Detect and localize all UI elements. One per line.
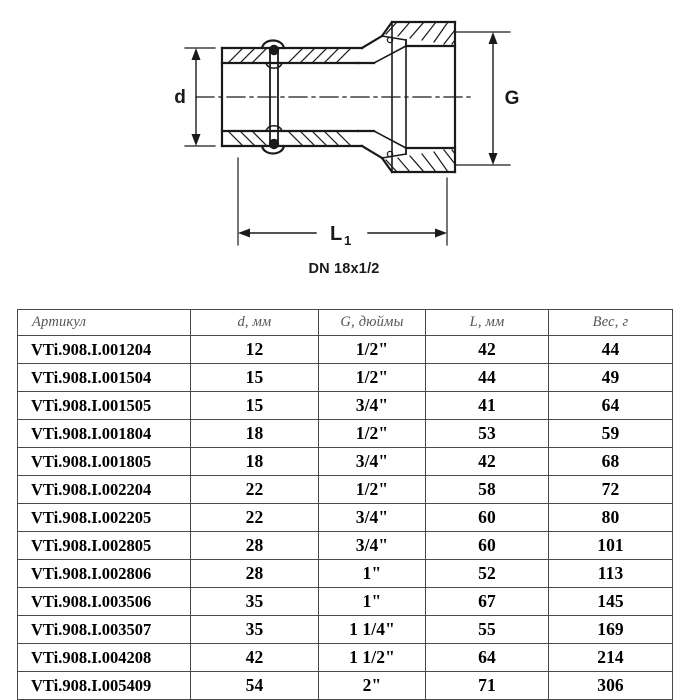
cell-d: 28 [190, 559, 319, 588]
cell-g: 1/2" [318, 335, 426, 364]
cell-g: 1/2" [318, 475, 426, 504]
cell-g: 1 1/4" [318, 615, 426, 644]
cell-l: 53 [425, 419, 549, 448]
column-header-article: Артикул [17, 309, 191, 336]
cell-l: 64 [425, 643, 549, 672]
cell-l: 60 [425, 503, 549, 532]
cell-weight: 214 [548, 643, 673, 672]
cell-g: 2" [318, 671, 426, 700]
cell-d: 35 [190, 587, 319, 616]
cell-d: 15 [190, 391, 319, 420]
cell-weight: 145 [548, 587, 673, 616]
cell-d: 22 [190, 475, 319, 504]
column-header-weight: Вес, г [548, 309, 673, 336]
cell-d: 15 [190, 363, 319, 392]
cell-weight: 101 [548, 531, 673, 560]
cell-article: VTi.908.I.002806 [17, 559, 191, 588]
cell-l: 42 [425, 335, 549, 364]
cell-weight: 306 [548, 671, 673, 700]
cell-l: 60 [425, 531, 549, 560]
dn-caption: DN 18x1/2 [308, 261, 380, 277]
cell-d: 28 [190, 531, 319, 560]
column-header-g: G, дюймы [318, 309, 426, 336]
cell-article: VTi.908.I.002205 [17, 503, 191, 532]
table-body: Артикул d, мм G, дюймы L, мм Вес, г VTi.… [17, 309, 673, 700]
cell-article: VTi.908.I.004208 [17, 643, 191, 672]
cell-l: 71 [425, 671, 549, 700]
cell-article: VTi.908.I.001804 [17, 419, 191, 448]
cell-l: 41 [425, 391, 549, 420]
cell-article: VTi.908.I.003507 [17, 615, 191, 644]
cell-weight: 113 [548, 559, 673, 588]
cell-g: 1/2" [318, 419, 426, 448]
dimension-label-L1: L 1 [330, 223, 351, 248]
cell-g: 1/2" [318, 363, 426, 392]
cell-weight: 72 [548, 475, 673, 504]
specification-table-container: Артикул d, мм G, дюймы L, мм Вес, г VTi.… [17, 309, 673, 700]
cell-weight: 169 [548, 615, 673, 644]
cell-article: VTi.908.I.001805 [17, 447, 191, 476]
fitting-cross-section-svg: d G L 1 [174, 20, 520, 248]
cell-d: 35 [190, 615, 319, 644]
cell-article: VTi.908.I.001505 [17, 391, 191, 420]
cell-d: 22 [190, 503, 319, 532]
cell-d: 18 [190, 447, 319, 476]
cell-g: 1" [318, 587, 426, 616]
cell-weight: 49 [548, 363, 673, 392]
cell-d: 12 [190, 335, 319, 364]
cell-l: 67 [425, 587, 549, 616]
cell-l: 52 [425, 559, 549, 588]
cell-article: VTi.908.I.001204 [17, 335, 191, 364]
dimension-label-d: d [174, 87, 186, 108]
cell-article: VTi.908.I.002805 [17, 531, 191, 560]
cell-g: 3/4" [318, 531, 426, 560]
cell-d: 18 [190, 419, 319, 448]
dimension-label-G: G [505, 88, 520, 109]
cell-g: 1" [318, 559, 426, 588]
cell-weight: 80 [548, 503, 673, 532]
cell-article: VTi.908.I.005409 [17, 671, 191, 700]
svg-text:1: 1 [344, 233, 351, 248]
cell-l: 44 [425, 363, 549, 392]
svg-text:L: L [330, 223, 342, 245]
cell-g: 3/4" [318, 503, 426, 532]
cell-article: VTi.908.I.002204 [17, 475, 191, 504]
cell-g: 3/4" [318, 447, 426, 476]
column-header-d: d, мм [190, 309, 319, 336]
specification-table: Артикул d, мм G, дюймы L, мм Вес, г VTi.… [17, 309, 673, 700]
column-header-l: L, мм [425, 309, 549, 336]
cell-d: 42 [190, 643, 319, 672]
cell-g: 1 1/2" [318, 643, 426, 672]
cell-l: 58 [425, 475, 549, 504]
cell-l: 55 [425, 615, 549, 644]
cell-weight: 59 [548, 419, 673, 448]
cell-g: 3/4" [318, 391, 426, 420]
table-header-row: Артикул d, мм G, дюймы L, мм Вес, г [17, 309, 673, 336]
cell-d: 54 [190, 671, 319, 700]
cell-weight: 64 [548, 391, 673, 420]
cell-weight: 68 [548, 447, 673, 476]
technical-drawing: d G L 1 DN 18x1/2 [0, 0, 688, 300]
cell-article: VTi.908.I.003506 [17, 587, 191, 616]
cell-weight: 44 [548, 335, 673, 364]
cell-l: 42 [425, 447, 549, 476]
cell-article: VTi.908.I.001504 [17, 363, 191, 392]
